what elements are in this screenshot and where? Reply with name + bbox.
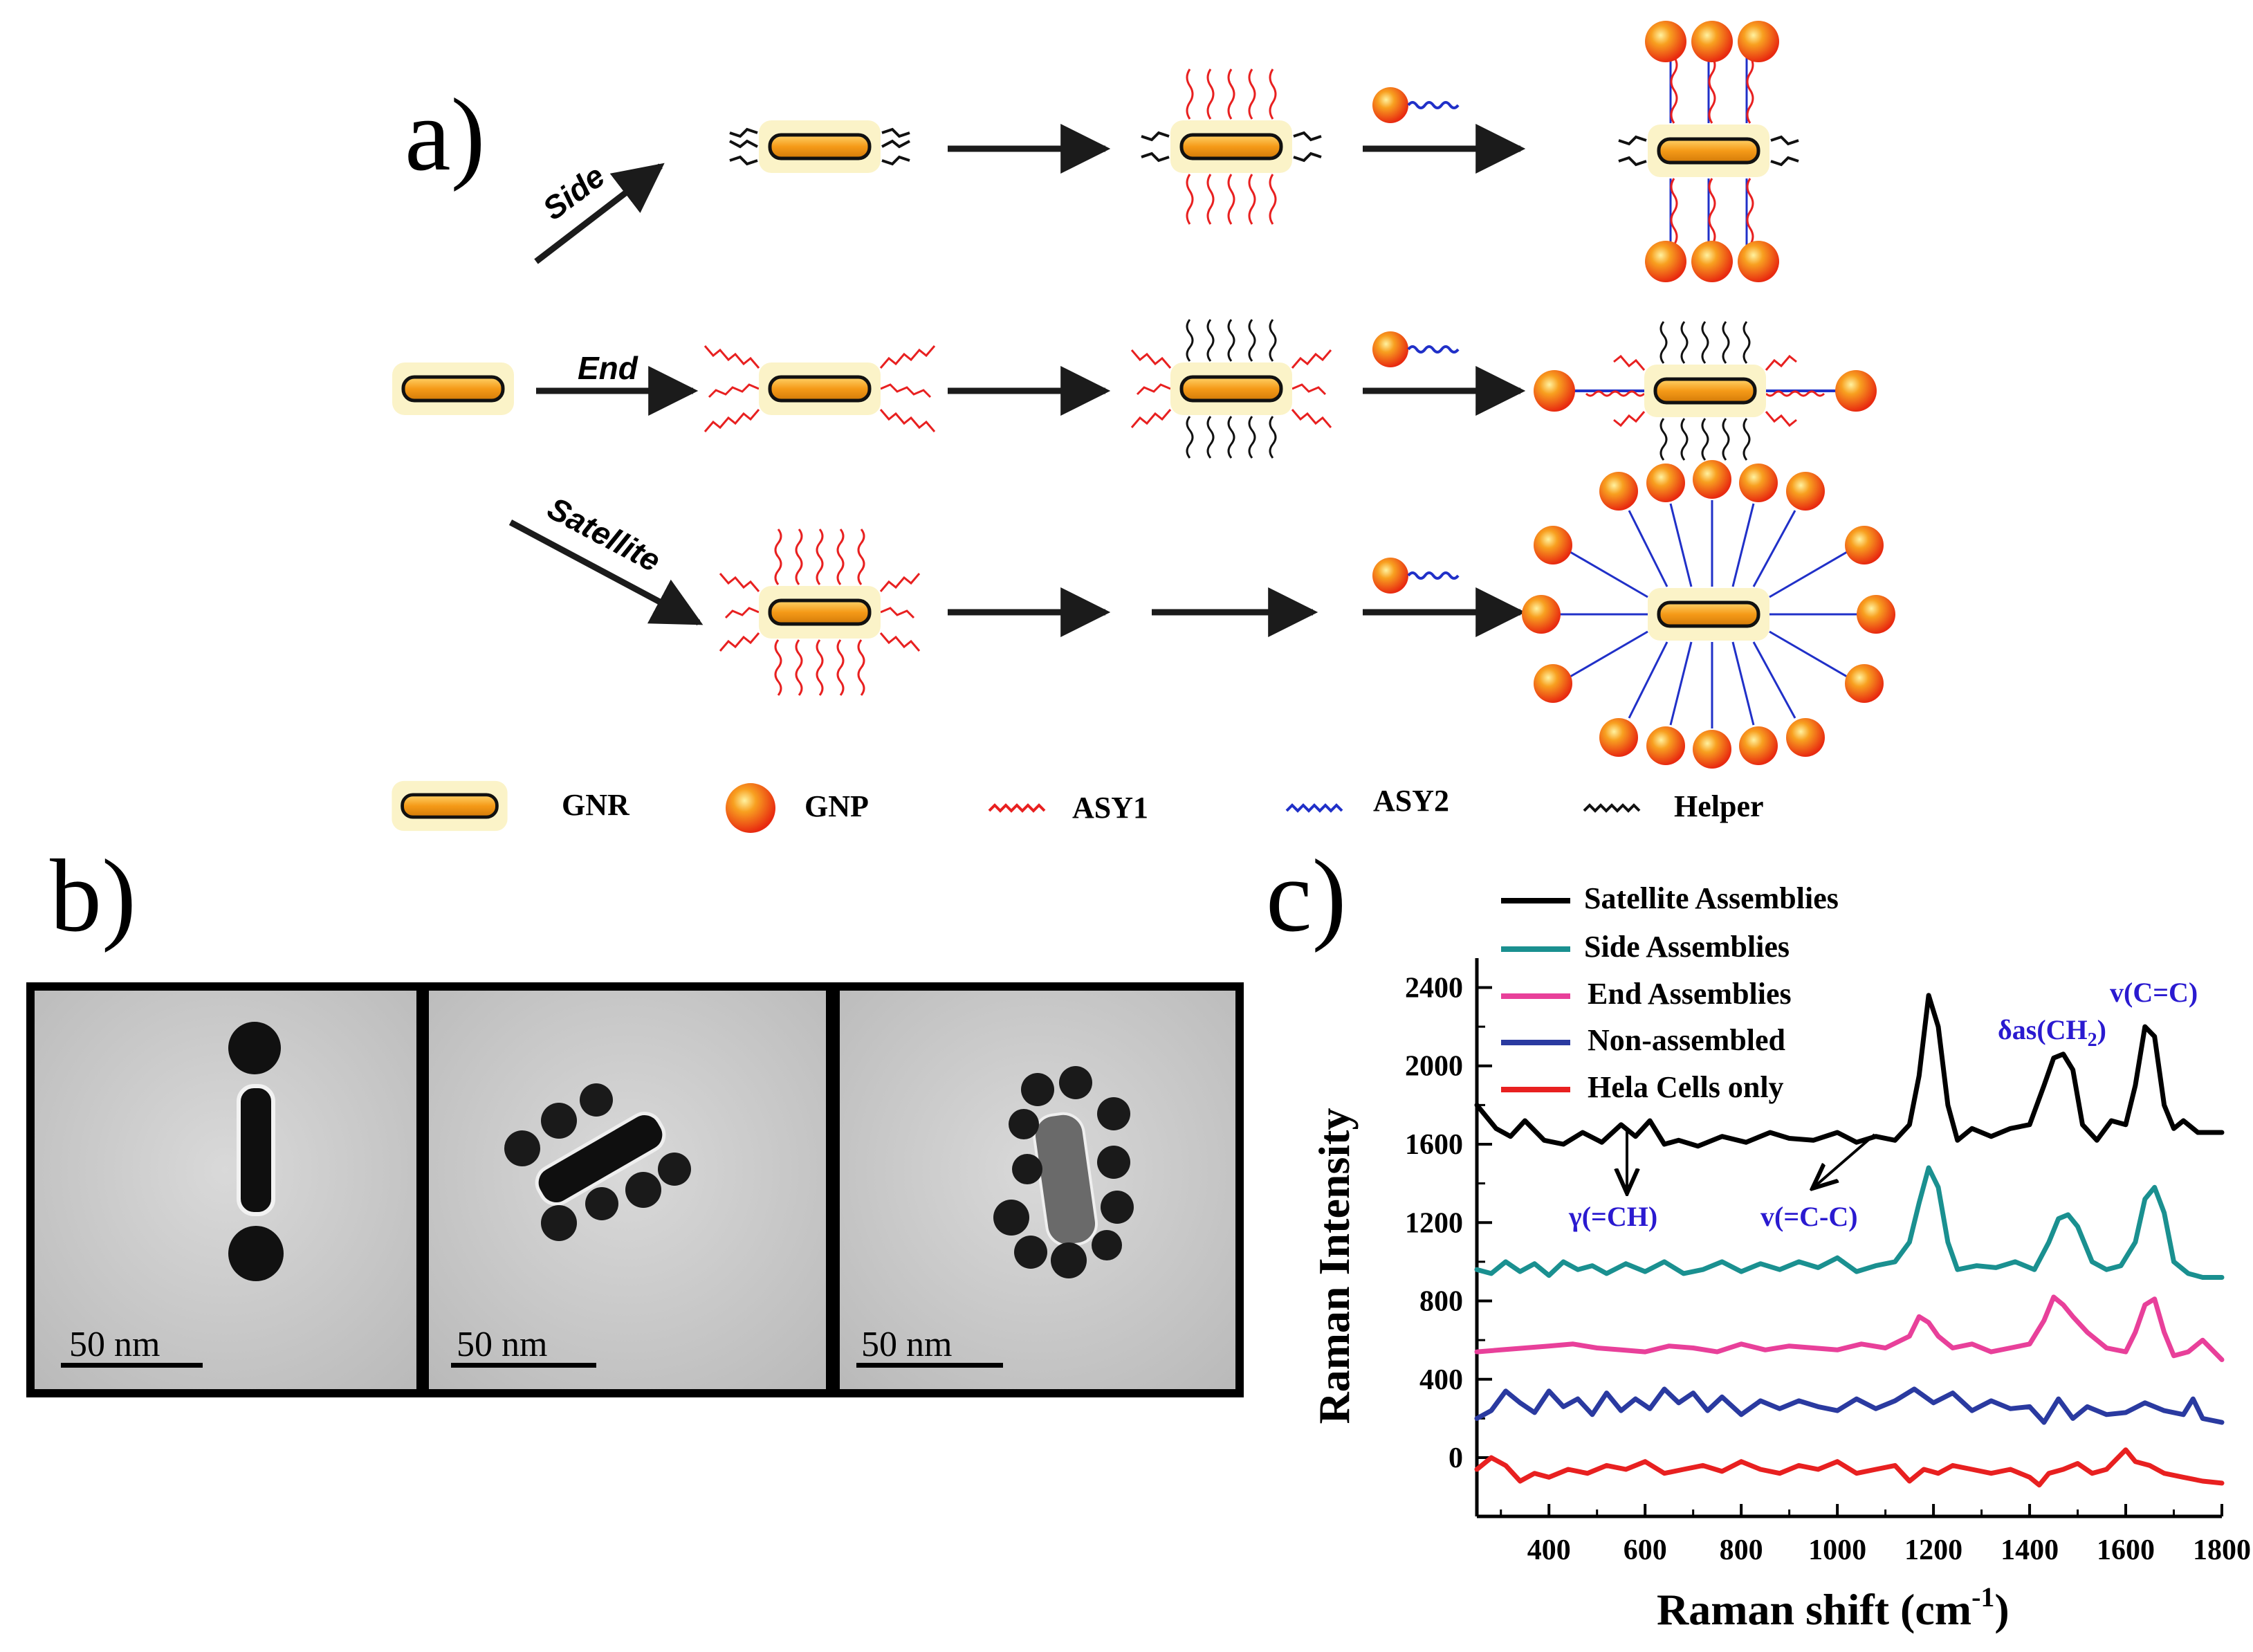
series-line-non-assembled xyxy=(1474,1386,2225,1425)
scale-bar-label: 50 nm xyxy=(861,1325,952,1364)
x-axis-title-close: ) xyxy=(1994,1585,2009,1634)
end-assembly-schematic xyxy=(1534,321,1877,461)
peak-annotations: γ(=CH) v(=C-C) δas(CH2) v(C=C) xyxy=(1568,977,2198,1232)
y-tick-label: 2000 xyxy=(1405,1051,1463,1083)
series-line-hela-cells-only xyxy=(1474,1447,2225,1488)
tem-image-end: 50 nm xyxy=(35,991,416,1389)
chart-axes xyxy=(1475,958,2222,1518)
tem-image-side: 50 nm xyxy=(429,991,826,1389)
x-axis-title-sup: -1 xyxy=(1971,1581,1994,1613)
x-tick-label: 400 xyxy=(1527,1534,1571,1566)
satellite-route-label: Satellite xyxy=(542,490,666,579)
gnp-legend-icon xyxy=(726,783,775,833)
x-tick-label: 1800 xyxy=(2193,1534,2251,1566)
y-tick-label: 2400 xyxy=(1405,972,1463,1004)
asy1-legend-icon xyxy=(988,803,1046,813)
v-cc-double-label: v(C=C) xyxy=(2110,977,2198,1008)
gamma-ch-label: γ(=CH) xyxy=(1568,1201,1657,1232)
x-tick-label: 600 xyxy=(1624,1534,1667,1566)
x-tick-label: 1400 xyxy=(2001,1534,2059,1566)
satellite-assembly-schematic xyxy=(1522,460,1895,769)
v-cc-single-arrow xyxy=(1812,1133,1876,1188)
delta-ch2-sub: 2 xyxy=(2088,1029,2097,1051)
gnr-asy1-ends xyxy=(704,345,936,432)
scale-bar-label: 50 nm xyxy=(457,1325,547,1364)
legend-item: End Assemblies xyxy=(1588,977,1792,1011)
legend-item: Side Assemblies xyxy=(1584,930,1790,964)
gnp-probe xyxy=(1372,331,1460,367)
x-axis-title-main: Raman shift (cm xyxy=(1657,1585,1971,1634)
gnr-asy1-all xyxy=(719,529,921,696)
legend-item: Hela Cells only xyxy=(1588,1070,1784,1104)
panel-b-label: b) xyxy=(50,838,136,953)
y-ticks: 0 400 800 1200 1600 2000 2400 xyxy=(1405,972,1492,1474)
legend-item: Non-assembled xyxy=(1588,1023,1785,1057)
chart-legend: Satellite Assemblies Side Assemblies End… xyxy=(1501,881,1839,1104)
panel-b: b) 50 nm 50 nm xyxy=(26,838,1244,1397)
x-ticks: 400 600 800 1000 1200 1400 1600 1800 xyxy=(1500,1504,2251,1566)
gnp-probe xyxy=(1372,558,1460,594)
legend-gnp: GNP xyxy=(804,789,869,823)
panel-c-label: c) xyxy=(1266,838,1347,953)
legend-asy2: ASY2 xyxy=(1373,784,1449,818)
panel-c: c) Satellite Assemblies Side Assemblies … xyxy=(1266,838,2251,1634)
delta-ch2-main: δas(CH xyxy=(1998,1014,2088,1045)
scale-bar-label: 50 nm xyxy=(69,1325,160,1364)
gnr-bare xyxy=(392,362,514,415)
asy2-legend-icon xyxy=(1285,803,1343,813)
legend-asy1: ASY1 xyxy=(1072,791,1148,825)
series-lines xyxy=(1474,993,2225,1488)
gnp-probe xyxy=(1372,87,1460,123)
gnr-legend-icon xyxy=(392,781,507,831)
y-tick-label: 1600 xyxy=(1405,1129,1463,1161)
x-tick-label: 1200 xyxy=(1904,1534,1962,1566)
panel-a-label: a) xyxy=(405,77,486,192)
satellite-route-arrow xyxy=(508,520,704,625)
panel-a: a) Side End Satellite xyxy=(392,21,1895,833)
legend-gnr: GNR xyxy=(562,788,630,822)
y-tick-label: 800 xyxy=(1419,1286,1463,1318)
tem-image-satellite: 50 nm xyxy=(840,991,1235,1389)
x-tick-label: 1000 xyxy=(1808,1534,1866,1566)
y-axis-title: Raman Intensity xyxy=(1309,1108,1359,1424)
y-tick-label: 0 xyxy=(1449,1442,1463,1474)
x-tick-label: 1600 xyxy=(2097,1534,2155,1566)
delta-ch2-label: δas(CH2) xyxy=(1998,1014,2106,1051)
series-line-satellite-assemblies xyxy=(1474,993,2225,1149)
panel-a-legend: GNR GNP ASY1 ASY2 Helper xyxy=(392,781,1764,833)
v-cc-single-label: v(=C-C) xyxy=(1760,1201,1858,1232)
series-line-end-assemblies xyxy=(1474,1294,2225,1362)
gnr-helper-ends xyxy=(729,120,910,173)
delta-ch2-close: ) xyxy=(2097,1014,2106,1045)
y-tick-label: 400 xyxy=(1419,1364,1463,1396)
y-tick-label: 1200 xyxy=(1405,1207,1463,1239)
legend-helper: Helper xyxy=(1674,789,1764,823)
side-route-label: Side xyxy=(536,158,611,227)
legend-item: Satellite Assemblies xyxy=(1584,881,1839,915)
helper-legend-icon xyxy=(1583,803,1641,813)
end-route-label: End xyxy=(578,350,638,386)
gnr-helper-sides-asy1-ends xyxy=(1130,319,1332,459)
x-tick-label: 800 xyxy=(1720,1534,1763,1566)
series-line-side-assemblies xyxy=(1474,1165,2225,1280)
side-assembly-schematic xyxy=(1618,21,1799,282)
gnr-asy1-sides xyxy=(1141,68,1322,225)
side-route-arrow xyxy=(534,163,665,264)
x-axis-title: Raman shift (cm-1) xyxy=(1657,1581,2010,1634)
